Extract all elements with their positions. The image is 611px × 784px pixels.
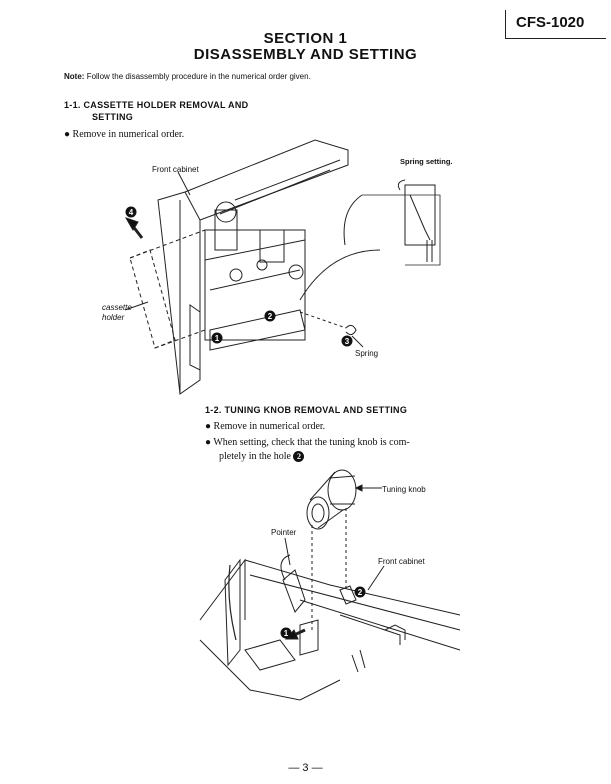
front-cabinet-label: Front cabinet — [152, 165, 199, 174]
marker-2-text: 2 — [268, 312, 273, 321]
section-subtitle: DISASSEMBLY AND SETTING — [193, 46, 418, 63]
note: Note: Follow the disassembly procedure i… — [64, 72, 311, 81]
cassette-label-line2: holder — [102, 313, 125, 322]
pointer-shape — [282, 569, 306, 613]
spring-setting-label: Spring setting. — [400, 157, 453, 166]
bullet-1-1: ● Remove in numerical order. — [64, 129, 185, 140]
marker-2 — [264, 310, 276, 322]
page-number: — 3 — — [288, 762, 323, 774]
tuning-knob-shape — [327, 469, 357, 511]
bullet-1-2-b-cont: pletely in the hole 2 — [219, 451, 305, 462]
marker-3-text: 3 — [345, 337, 350, 346]
front-cabinet-label-2: Front cabinet — [378, 557, 425, 566]
marker-4-text: 4 — [129, 208, 134, 217]
knob-marker-1-text: 1 — [284, 629, 289, 638]
knob-marker-1 — [280, 627, 292, 639]
marker-1-text: 1 — [215, 334, 220, 343]
cassette-label-line1: cassette — [102, 303, 132, 312]
spring-shape — [345, 324, 357, 336]
knob-marker-2-text: 2 — [358, 588, 363, 597]
cassette-holder-label: cassette holder — [102, 303, 132, 323]
heading-1-1: 1-1. CASSETTE HOLDER REMOVAL AND — [64, 100, 249, 110]
heading-1-2: 1-2. TUNING KNOB REMOVAL AND SETTING — [205, 405, 408, 415]
heading-1-1-line2: SETTING — [92, 112, 134, 122]
model-number: CFS-1020 — [516, 14, 585, 31]
tuning-knob-label: Tuning knob — [382, 485, 426, 494]
note-text: Follow the disassembly procedure in the … — [86, 72, 311, 81]
marker-3 — [341, 335, 353, 347]
bullet-1-2-b-cont-text: pletely in the hole — [219, 451, 291, 462]
pointer-label: Pointer — [271, 528, 297, 537]
knob-marker-2 — [354, 586, 366, 598]
hole-marker: 2 — [293, 451, 305, 462]
marker-1 — [211, 332, 223, 344]
section-title: SECTION 1 — [263, 30, 348, 47]
spring-label: Spring — [355, 349, 379, 358]
bullet-1-2-b: ● When setting, check that the tuning kn… — [205, 437, 410, 448]
bullet-1-2-a: ● Remove in numerical order. — [205, 421, 326, 432]
model-tag: CFS-1020 — [505, 10, 606, 39]
front-cabinet-shape — [157, 139, 349, 395]
marker-4 — [125, 206, 137, 218]
note-label: Note: — [64, 72, 85, 81]
